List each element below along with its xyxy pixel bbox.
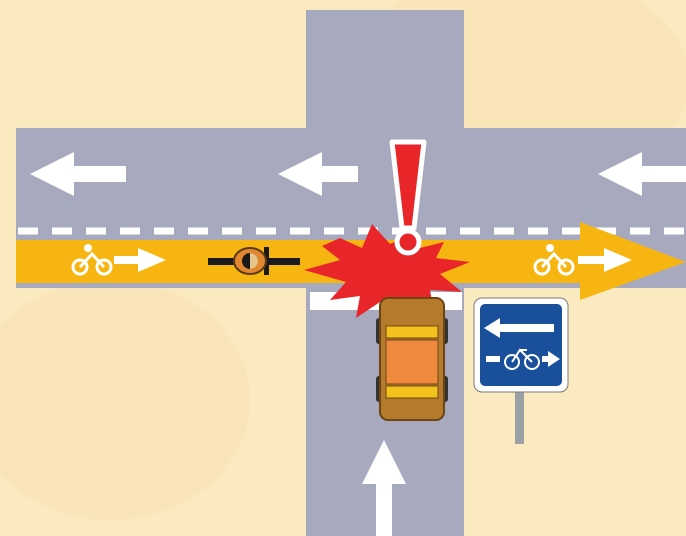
cyclist-icon — [533, 244, 575, 276]
arrow-right-icon — [114, 248, 166, 272]
arrow-up-icon — [362, 440, 406, 536]
arrow-left-icon — [30, 152, 126, 196]
contraflow-bike-lane-sign — [473, 297, 569, 444]
cyclist-icon — [71, 244, 113, 276]
background-blot — [0, 280, 250, 520]
arrow-right-icon — [578, 248, 632, 272]
exclamation-icon — [389, 139, 427, 256]
arrow-left-icon — [598, 152, 686, 196]
sign-arrow-right-icon — [486, 351, 560, 367]
arrow-left-icon — [278, 152, 358, 196]
car — [376, 297, 448, 421]
sign-bicycle-icon — [504, 348, 540, 370]
sign-arrow-left-icon — [484, 318, 554, 338]
cyclist-top-view — [208, 247, 300, 275]
bike-lane-arrowhead — [580, 222, 686, 300]
